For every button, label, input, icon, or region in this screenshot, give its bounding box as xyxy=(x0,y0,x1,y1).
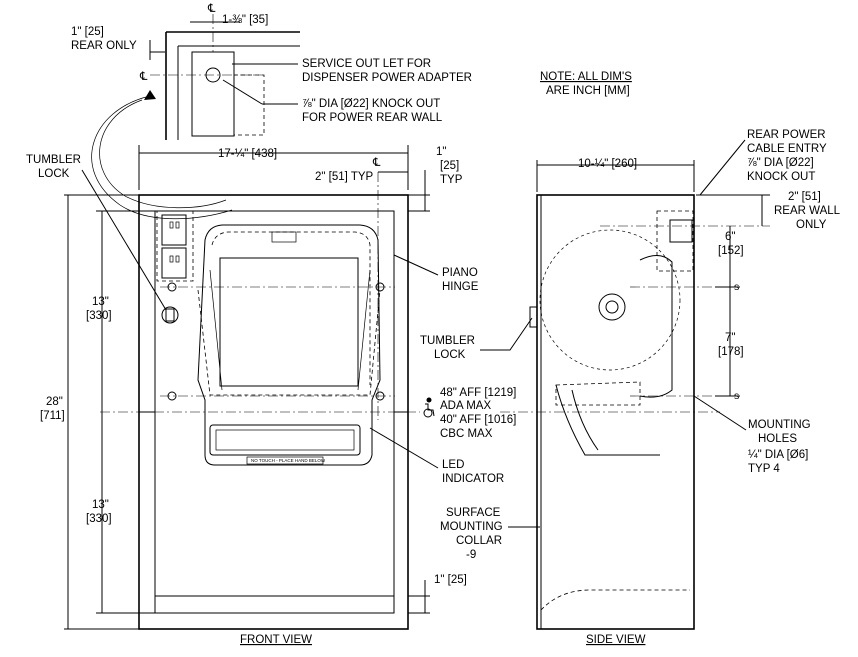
surface-line4: -9 xyxy=(466,549,476,561)
side-view xyxy=(500,194,770,630)
service-outlet-line1: SERVICE OUT LET FOR xyxy=(302,58,431,70)
note-line1: NOTE: ALL DIM'S xyxy=(540,71,632,83)
rear-wall-line1: 2" [51] xyxy=(788,191,821,203)
side-view-title: SIDE VIEW xyxy=(586,634,646,646)
tumbler-side-line2: LOCK xyxy=(434,349,466,361)
dim-6-b: [152] xyxy=(718,245,744,257)
panel-text: NO TOUCH - PLACE HAND BELOW xyxy=(251,458,326,463)
dim-28-a: 28" xyxy=(46,396,63,408)
surface-line3: COLLAR xyxy=(456,535,502,547)
tumbler-side-leader xyxy=(480,317,533,351)
dim-13-top-a: 13" xyxy=(92,296,109,308)
front-dimensions xyxy=(64,145,430,630)
side-width-dim: 10-¼" [260] xyxy=(578,158,637,170)
led-line2: INDICATOR xyxy=(442,473,504,485)
rear-power-line4: KNOCK OUT xyxy=(747,171,815,183)
dim-7-a: 7" xyxy=(725,332,735,344)
top-dim-b: [25] xyxy=(440,160,459,172)
service-outlet-line2: DISPENSER POWER ADAPTER xyxy=(302,72,472,84)
note-line2: ARE INCH [MM] xyxy=(546,85,630,97)
led-leader xyxy=(369,427,439,469)
mounting-line4: TYP 4 xyxy=(748,463,780,475)
dim-1-3-8: 1-⅜" [35] xyxy=(222,14,268,26)
front-width-dim: 17-¼" [438] xyxy=(218,148,277,160)
dim-13-bot-b: [330] xyxy=(86,513,112,525)
rear-power-line3: ⅞" DIA [Ø22] xyxy=(747,157,814,169)
centerline-top: ℄ xyxy=(207,3,216,15)
piano-line2: HINGE xyxy=(442,281,479,293)
rear-wall-line3: ONLY xyxy=(796,219,827,231)
s-marker-bottom: s xyxy=(734,390,739,402)
s-marker-top: s xyxy=(734,281,739,293)
rear-wall-line2: REAR WALL xyxy=(774,205,841,217)
led-line1: LED xyxy=(442,459,464,471)
tumbler-side-line1: TUMBLER xyxy=(420,335,475,347)
dim-13-top-b: [330] xyxy=(86,310,112,322)
aff-line2: ADA MAX xyxy=(440,400,491,412)
dim-13-bot-a: 13" xyxy=(92,499,109,511)
front-view: NO TOUCH - PLACE HAND BELOW xyxy=(100,172,420,630)
centerline-left: ℄ xyxy=(139,71,148,83)
aff-line4: CBC MAX xyxy=(440,428,493,440)
top-dim-a: 1" xyxy=(436,146,446,158)
centerline-mid: ℄ xyxy=(372,157,381,169)
dim-6-a: 6" xyxy=(725,231,735,243)
dim-7-b: [178] xyxy=(718,346,744,358)
knockout-line1: ⅞" DIA [Ø22] KNOCK OUT xyxy=(302,98,440,110)
tumbler-front-line2: LOCK xyxy=(38,168,70,180)
surface-line1: SURFACE xyxy=(446,507,501,519)
rear-only-label: REAR ONLY xyxy=(71,40,137,52)
front-view-title: FRONT VIEW xyxy=(240,634,312,646)
piano-leader xyxy=(393,254,439,276)
rear-only-dim: 1" [25] xyxy=(71,26,104,38)
side-dimensions xyxy=(536,139,770,431)
top-detail xyxy=(91,14,300,220)
mounting-line1: MOUNTING xyxy=(748,419,811,431)
tumbler-leader xyxy=(81,169,167,311)
accessibility-icon xyxy=(423,397,435,418)
top-dim-c: TYP xyxy=(440,174,463,186)
piano-line1: PIANO xyxy=(442,267,478,279)
rear-power-line1: REAR POWER xyxy=(747,129,826,141)
bottom-dim: 1" [25] xyxy=(434,574,467,586)
surface-line2: MOUNTING xyxy=(440,521,503,533)
dim-28-b: [711] xyxy=(40,410,65,422)
tumbler-front-line1: TUMBLER xyxy=(26,154,81,166)
mounting-line2: HOLES xyxy=(758,433,797,445)
dim-2-typ: 2" [51] TYP xyxy=(315,171,374,183)
aff-line1: 48" AFF [1219] xyxy=(440,387,516,399)
aff-line3: 40" AFF [1016] xyxy=(440,414,516,426)
knockout-line2: FOR POWER REAR WALL xyxy=(302,112,443,124)
rear-power-line2: CABLE ENTRY xyxy=(747,143,827,155)
mounting-line3: ¼" DIA [Ø6] xyxy=(748,449,808,461)
